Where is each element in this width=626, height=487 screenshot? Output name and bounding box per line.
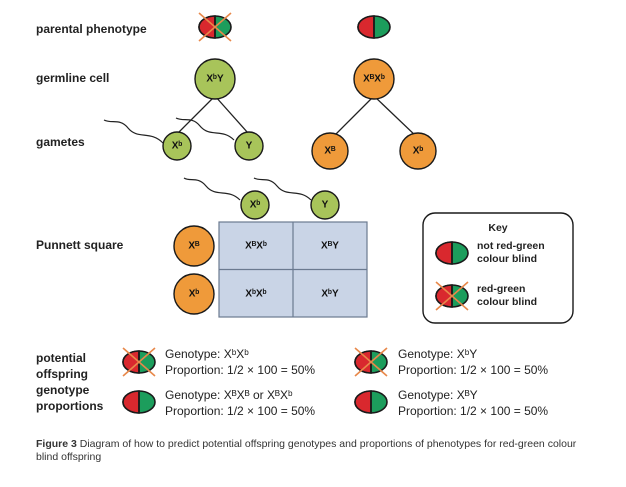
- father-germline-cell: [194, 58, 236, 100]
- punnett-top-gamete-x: [240, 190, 270, 220]
- offspring-normal-female-icon: [122, 390, 156, 414]
- offspring-normal-male-icon: [354, 390, 388, 414]
- figure-caption: Figure 3 Diagram of how to predict poten…: [36, 438, 596, 464]
- sperm-tail: [253, 177, 312, 201]
- offspring-genotype: Genotype: XᴮXᴮ or XᴮXᵇ: [165, 388, 293, 402]
- offspring-genotype: Genotype: XᵇXᵇ: [165, 347, 249, 361]
- offspring-proportion: Proportion: 1/2 × 100 = 50%: [398, 363, 548, 377]
- punnett-top-x-label: Xᵇ: [250, 200, 261, 211]
- offspring-genotype: Genotype: XᴮY: [398, 388, 478, 402]
- mother-gamete-xb-label: Xᵇ: [413, 146, 424, 157]
- label-parental-phenotype: parental phenotype: [36, 22, 147, 36]
- offspring-genotype: Genotype: XᵇY: [398, 347, 477, 361]
- offspring-colourblind-male-icon: [354, 347, 388, 377]
- key-normal-icon: [435, 241, 469, 265]
- sperm-tail: [183, 177, 241, 201]
- offspring-proportion: Proportion: 1/2 × 100 = 50%: [165, 363, 315, 377]
- label-gametes: gametes: [36, 135, 85, 149]
- father-phenotype-icon: [198, 12, 232, 42]
- key-colourblind-icon: [435, 281, 469, 311]
- mother-gamete-xB-label: Xᴮ: [324, 146, 336, 157]
- father-branch-right: [214, 95, 249, 134]
- mother-germline-genotype: XᴮXᵇ: [363, 74, 385, 85]
- sperm-tail: [175, 117, 235, 141]
- punnett-left-xB-label: Xᴮ: [188, 241, 200, 252]
- father-gamete-x: [162, 131, 192, 161]
- key-normal-line2: colour blind: [477, 253, 537, 265]
- figure-number: Figure 3: [36, 438, 77, 450]
- label-offspring-3: genotype: [36, 383, 90, 397]
- punnett-cell: XᴮY: [321, 241, 339, 252]
- mother-gamete-xb: [399, 132, 437, 170]
- punnett-left-gamete-xB: [173, 225, 215, 267]
- label-punnett-square: Punnett square: [36, 238, 124, 252]
- punnett-left-gamete-xb: [173, 273, 215, 315]
- label-offspring-1: potential: [36, 351, 86, 365]
- label-offspring-4: proportions: [36, 399, 104, 413]
- punnett-top-gamete-y: [310, 190, 340, 220]
- punnett-cell: XᵇY: [321, 289, 339, 300]
- mother-germline-cell: [353, 58, 395, 100]
- mother-phenotype-icon: [357, 15, 391, 39]
- punnett-cell: XᵇXᵇ: [245, 289, 266, 300]
- punnett-left-xb-label: Xᵇ: [189, 289, 200, 300]
- mother-branch-left: [331, 95, 375, 139]
- mother-branch-right: [373, 95, 419, 139]
- key-title: Key: [488, 222, 507, 234]
- figure-caption-text: Diagram of how to predict potential offs…: [36, 438, 577, 463]
- key-cb-line1: red-green: [477, 283, 525, 295]
- punnett-top-y-label: Y: [322, 200, 329, 211]
- label-germline-cell: germline cell: [36, 71, 109, 85]
- offspring-proportion: Proportion: 1/2 × 100 = 50%: [165, 404, 315, 418]
- father-gamete-y-label: Y: [246, 141, 253, 152]
- key-normal-line1: not red-green: [477, 240, 545, 252]
- punnett-cell: XᴮXᵇ: [245, 241, 267, 252]
- offspring-colourblind-female-icon: [122, 347, 156, 377]
- father-germline-genotype: XᵇY: [206, 74, 224, 85]
- key-cb-line2: colour blind: [477, 296, 537, 308]
- father-gamete-y: [234, 131, 264, 161]
- mother-gamete-xB: [311, 132, 349, 170]
- sperm-tail: [103, 119, 164, 144]
- father-branch-left: [177, 95, 216, 134]
- father-gamete-x-label: Xᵇ: [172, 141, 183, 152]
- offspring-proportion: Proportion: 1/2 × 100 = 50%: [398, 404, 548, 418]
- label-offspring-2: offspring: [36, 367, 88, 381]
